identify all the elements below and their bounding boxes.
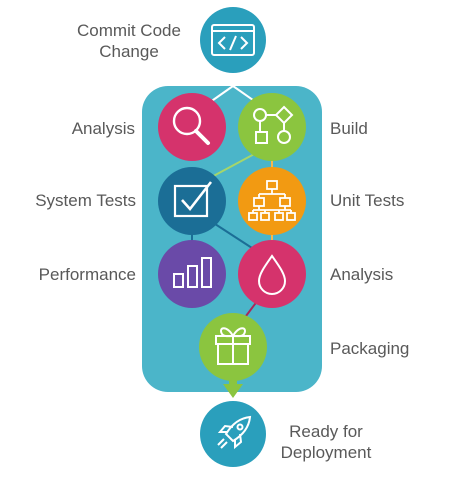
deploy-label-line1: Ready for bbox=[289, 422, 363, 441]
unit-tests-label: Unit Tests bbox=[330, 191, 405, 210]
system-tests-node bbox=[158, 167, 226, 235]
deploy-node bbox=[200, 401, 266, 467]
system-tests-label: System Tests bbox=[35, 191, 136, 210]
analysis-left-label: Analysis bbox=[71, 119, 135, 138]
commit-label: Commit Code Change bbox=[58, 20, 200, 62]
analysis-node bbox=[158, 93, 226, 161]
performance-node bbox=[158, 240, 226, 308]
pipeline-panel bbox=[142, 86, 322, 392]
analysis-right-node bbox=[238, 240, 306, 308]
commit-node bbox=[200, 7, 266, 73]
commit-label-line1: Commit Code bbox=[77, 21, 181, 40]
commit-label-line2: Change bbox=[99, 42, 159, 61]
magnifier-icon bbox=[172, 106, 210, 145]
bar-chart-icon bbox=[173, 257, 212, 288]
rocket-icon bbox=[217, 415, 252, 450]
packaging-label: Packaging bbox=[330, 339, 410, 358]
checkbox-icon bbox=[173, 181, 213, 218]
deploy-label-line2: Deployment bbox=[280, 443, 372, 462]
build-node bbox=[238, 93, 306, 161]
flowchart-icon bbox=[253, 105, 294, 144]
connector-build-system bbox=[205, 151, 259, 181]
gift-icon bbox=[215, 327, 251, 365]
hierarchy-icon bbox=[248, 180, 296, 221]
drop-icon bbox=[257, 254, 287, 295]
analysis-right-label: Analysis bbox=[330, 265, 394, 284]
packaging-node bbox=[199, 313, 267, 381]
performance-label: Performance bbox=[38, 265, 136, 284]
deploy-label: Ready for Deployment bbox=[268, 421, 384, 463]
unit-tests-node bbox=[238, 167, 306, 235]
connector-system-analysis bbox=[211, 221, 253, 249]
build-label: Build bbox=[330, 119, 368, 138]
code-window-icon bbox=[211, 24, 255, 56]
